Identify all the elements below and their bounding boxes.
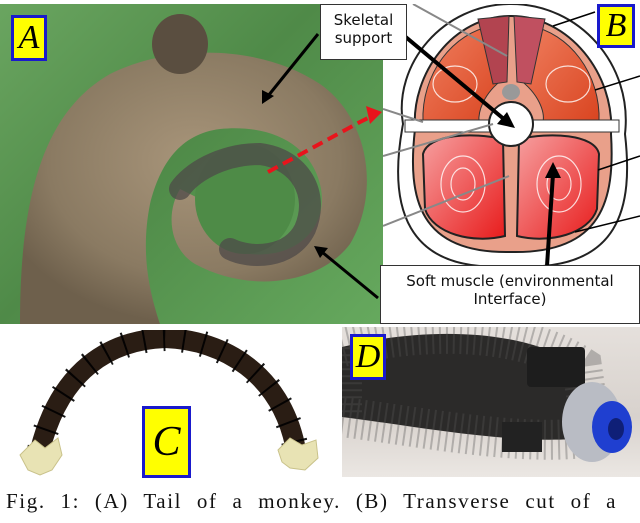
panel-label-c: C [142, 406, 191, 478]
panel-c-skeleton-prototype: C [0, 330, 340, 478]
skeleton-arch-illustration [19, 330, 319, 476]
callout-soft-muscle: Soft muscle (environmental Interface) [380, 265, 640, 324]
callout-skeletal-support: Skeletal support [320, 4, 407, 60]
panel-d-actuator-photo: D [342, 327, 640, 477]
transverse-cut-illustration [383, 4, 640, 268]
skeletal-arrow-a [266, 33, 320, 97]
callout-skeletal-line2: support [334, 29, 393, 47]
section-cut-arrow [267, 114, 373, 174]
callout-skeletal-line1: Skeletal [333, 11, 394, 29]
callout-soft-muscle-line2: Interface) [473, 290, 547, 308]
figure-caption: Fig. 1: (A) Tail of a monkey. (B) Transv… [6, 489, 618, 513]
panel-a-monkey-tail-photo: A [0, 4, 383, 324]
panel-label-d: D [350, 334, 386, 380]
monkey-tail-illustration [20, 14, 382, 324]
panel-label-b: B [597, 4, 635, 48]
panel-label-a: A [11, 15, 47, 61]
actuator-illustration [342, 327, 632, 462]
callout-soft-muscle-line1: Soft muscle (environmental [406, 272, 614, 290]
